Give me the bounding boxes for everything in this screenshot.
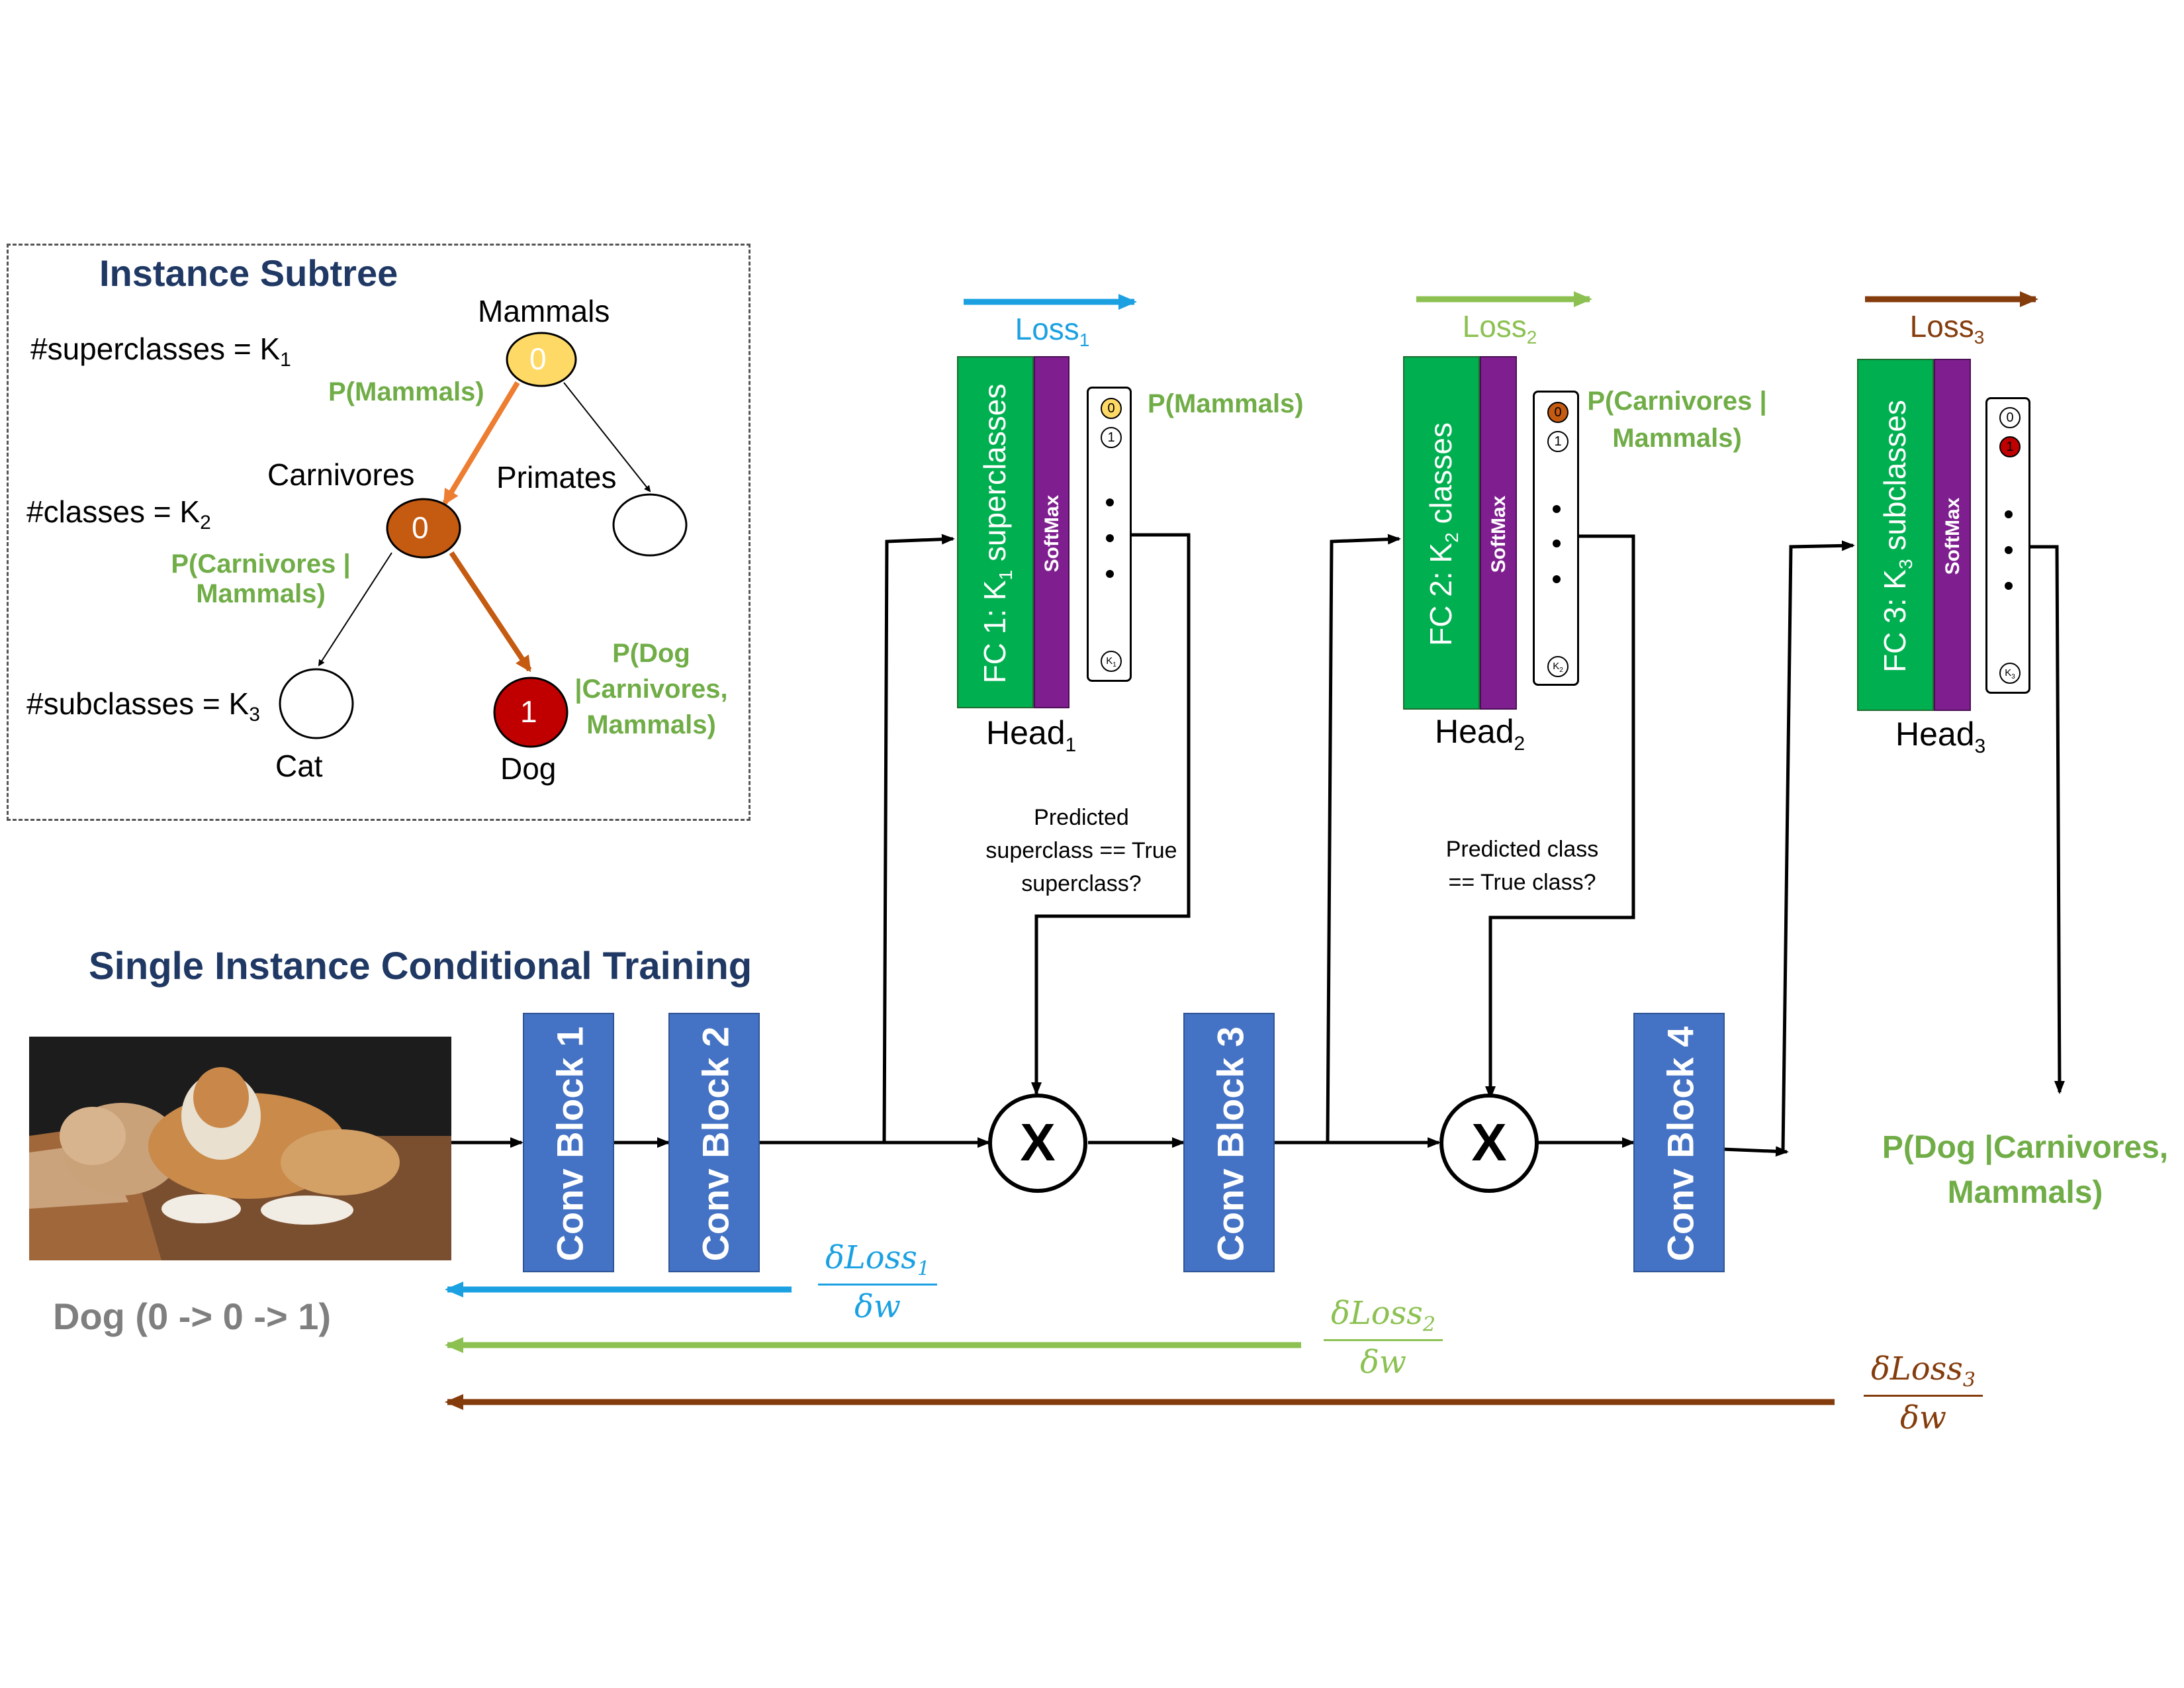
- output-slot-k: K3: [1999, 663, 2021, 684]
- fc-layer-1-label: FC 1: K1 superclasses: [977, 383, 1017, 684]
- conv-block-3: Conv Block 3: [1183, 1013, 1275, 1272]
- label-superclasses: #superclasses = K1: [30, 332, 291, 371]
- final-output-prob: P(Dog |Carnivores,Mammals): [1882, 1130, 2169, 1210]
- softmax-3-label: SoftMax: [1942, 497, 1964, 575]
- edge-carnivores-dog: [449, 551, 532, 673]
- image-caption: Dog (0 -> 0 -> 1): [53, 1295, 332, 1337]
- loss2-label: Loss2: [1462, 309, 1537, 348]
- softmax-3: SoftMax: [1934, 359, 1971, 711]
- flow-block4-out: [1721, 1146, 1789, 1157]
- label-carnivores: Carnivores: [267, 457, 415, 492]
- multiply-symbol-2: X: [1471, 1113, 1507, 1172]
- softmax-1-label: SoftMax: [1041, 494, 1063, 573]
- prob-carnivores: P(Carnivores |Mammals): [171, 549, 351, 608]
- conv-block-2: Conv Block 2: [668, 1013, 760, 1272]
- ellipsis-dot: [1106, 570, 1114, 578]
- output-slot-1: 1: [1999, 436, 2021, 457]
- value-carnivores: 0: [412, 510, 429, 545]
- output-vector-3: 0 1 K3: [1985, 397, 2030, 694]
- output-slot-0: 0: [1999, 407, 2021, 428]
- dog-photo: [29, 1037, 451, 1260]
- ellipsis-dot: [1553, 575, 1561, 583]
- label-primates: Primates: [496, 460, 617, 494]
- grad2-fraction: δLoss2 δw: [1324, 1295, 1443, 1381]
- branch-to-head3: [1781, 540, 1855, 1152]
- softmax-2-label: SoftMax: [1488, 495, 1510, 573]
- conv-block-1-label: Conv Block 1: [549, 1026, 591, 1262]
- head2-prob: P(Carnivores |Mammals): [1587, 387, 1767, 453]
- ellipsis-dot: [1553, 539, 1561, 547]
- head2-to-mult2: [1485, 534, 1635, 1100]
- head2-label: Head2: [1435, 713, 1525, 755]
- loss1-label: Loss1: [1015, 312, 1090, 351]
- subtree-title: Instance Subtree: [99, 252, 398, 294]
- head3-to-output: [2029, 545, 2065, 1094]
- softmax-1: SoftMax: [1034, 356, 1069, 708]
- ellipsis-dot: [2005, 546, 2013, 554]
- fc-layer-3: FC 3: K3 subclasses: [1857, 359, 1934, 711]
- head3-label: Head3: [1895, 716, 1986, 757]
- head2-check: Predicted class== True class?: [1445, 837, 1599, 895]
- head1-prob: P(Mammals): [1148, 389, 1304, 418]
- node-dog: [493, 677, 569, 748]
- fc-layer-1: FC 1: K1 superclasses: [957, 356, 1034, 708]
- ellipsis-dot: [1106, 498, 1114, 506]
- prob-dog: P(Dog|Carnivores,Mammals): [574, 639, 728, 739]
- ellipsis-dot: [1106, 534, 1114, 542]
- label-mammals: Mammals: [478, 294, 610, 328]
- loss3-label: Loss3: [1909, 309, 1985, 348]
- label-classes: #classes = K2: [26, 494, 211, 534]
- multiply-node-2: [1439, 1094, 1539, 1193]
- label-cat: Cat: [275, 749, 323, 783]
- edge-mammals-primates: [563, 382, 651, 492]
- edge-carnivores-cat: [318, 552, 392, 667]
- head1-label: Head1: [986, 714, 1077, 756]
- ellipsis-dot: [2005, 582, 2013, 590]
- head1-to-mult1: [1031, 533, 1191, 1096]
- label-dog: Dog: [500, 751, 557, 786]
- conv-block-1: Conv Block 1: [523, 1013, 614, 1272]
- softmax-2: SoftMax: [1480, 356, 1517, 710]
- grad1-fraction: δLoss1 δw: [818, 1239, 937, 1325]
- ellipsis-dot: [1553, 505, 1561, 513]
- node-cat: [279, 668, 354, 739]
- fc-layer-3-label: FC 3: K3 subclasses: [1877, 400, 1917, 673]
- label-subclasses: #subclasses = K3: [26, 686, 260, 726]
- node-carnivores: [386, 498, 461, 559]
- instance-subtree-panel: [7, 244, 751, 821]
- branch-to-head1: [882, 534, 955, 1142]
- output-slot-1: 1: [1101, 427, 1122, 448]
- value-mammals: 0: [529, 342, 547, 376]
- conv-block-4-label: Conv Block 4: [1659, 1026, 1702, 1262]
- output-slot-0: 0: [1101, 398, 1122, 419]
- output-slot-k: K2: [1547, 656, 1569, 677]
- value-dog: 1: [520, 694, 537, 729]
- conv-block-2-label: Conv Block 2: [694, 1026, 737, 1262]
- output-slot-0: 0: [1547, 402, 1569, 423]
- node-primates: [612, 493, 688, 557]
- output-vector-2: 0 1 K2: [1533, 391, 1579, 686]
- multiply-symbol-1: X: [1020, 1113, 1056, 1172]
- fc-layer-2-label: FC 2: K2 classes: [1423, 422, 1463, 646]
- output-slot-1: 1: [1547, 431, 1569, 452]
- grad3-fraction: δLoss3 δw: [1864, 1350, 1983, 1436]
- edge-mammals-carnivores: [442, 381, 520, 506]
- output-vector-1: 0 1 K1: [1087, 387, 1132, 682]
- multiply-node-1: [988, 1094, 1087, 1193]
- branch-to-head2: [1326, 534, 1401, 1142]
- fc-layer-2: FC 2: K2 classes: [1403, 356, 1480, 710]
- output-slot-k: K1: [1101, 651, 1122, 672]
- ellipsis-dot: [2005, 510, 2013, 518]
- conv-block-3-label: Conv Block 3: [1209, 1026, 1251, 1262]
- prob-mammals: P(Mammals): [328, 377, 484, 406]
- node-mammals: [506, 332, 577, 387]
- conv-block-4: Conv Block 4: [1633, 1013, 1725, 1272]
- training-title: Single Instance Conditional Training: [89, 945, 752, 988]
